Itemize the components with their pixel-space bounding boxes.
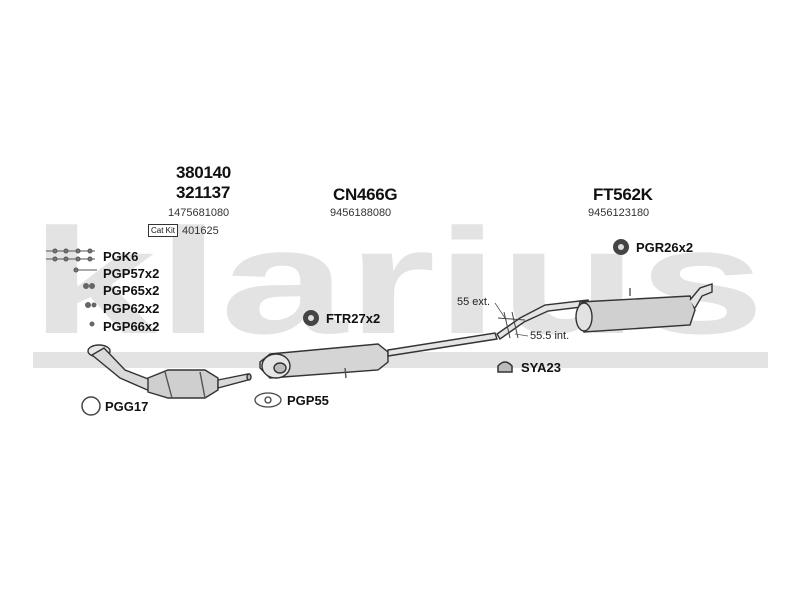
- gasket-ring-icon: [81, 396, 101, 416]
- clamp-icon: [497, 361, 513, 373]
- rear-part-ref: 9456123180: [588, 207, 650, 219]
- label-sya23: SYA23: [521, 360, 561, 375]
- watermark-bar: [33, 352, 768, 368]
- label-pgp65: PGP65x2: [103, 283, 160, 298]
- middle-part-code: CN466G: [333, 185, 398, 204]
- label-pgp66: PGP66x2: [103, 319, 160, 334]
- rubber-ring-icon: [613, 239, 629, 255]
- rubber-hanger-icon: [303, 310, 319, 326]
- flange-gasket-icon: [254, 392, 282, 408]
- label-pgg17: PGG17: [105, 399, 149, 414]
- rear-silencer: [496, 283, 713, 341]
- front-part-code-bottom: 321137: [176, 183, 230, 202]
- rear-part-code: FT562K: [593, 185, 653, 204]
- front-part-code-top: 380140: [176, 163, 231, 182]
- label-pgk6: PGK6: [103, 249, 139, 264]
- bolt-icon: [73, 267, 97, 273]
- joint-marks: [497, 311, 526, 339]
- nut-icon: [89, 321, 95, 327]
- note-ext: 55 ext.: [457, 296, 491, 308]
- middle-part-ref: 9456188080: [330, 207, 392, 219]
- cat-kit-number: 401625: [182, 224, 219, 237]
- washer-pair-icon: [85, 302, 97, 308]
- middle-silencer: [259, 332, 498, 379]
- cat-kit-badge: Cat Kit: [148, 224, 179, 237]
- label-pgp57: PGP57x2: [103, 266, 160, 281]
- label-pgr26: PGR26x2: [636, 240, 694, 255]
- note-leaders: [494, 302, 529, 337]
- nut-pair-icon: [83, 283, 95, 289]
- label-pgp55: PGP55: [287, 393, 329, 408]
- label-pgp62: PGP62x2: [103, 301, 160, 316]
- front-part-ref: 1475681080: [168, 207, 230, 219]
- label-ftr27: FTR27x2: [326, 311, 381, 326]
- front-downpipe-catalyst: [87, 344, 252, 399]
- bolt-kit-icon: [46, 248, 95, 262]
- cat-kit-row: Cat Kit 401625: [148, 224, 219, 237]
- note-int: 55.5 int.: [530, 330, 570, 342]
